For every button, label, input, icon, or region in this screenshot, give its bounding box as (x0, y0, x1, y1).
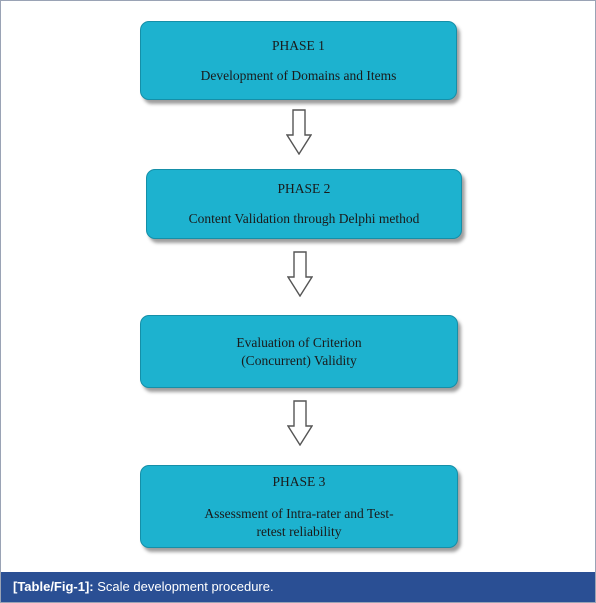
phase-3-title: PHASE 3 (272, 473, 326, 489)
phase-1-text: Development of Domains and Items (200, 67, 397, 83)
phase-1-box: PHASE 1 Development of Domains and Items (140, 21, 457, 100)
criterion-validity-box: Evaluation of Criterion (Concurrent) Val… (140, 315, 458, 388)
phase-2-text: Content Validation through Delphi method (188, 211, 420, 226)
phase-2-title: PHASE 2 (277, 181, 331, 196)
phase-2-box: PHASE 2 Content Validation through Delph… (146, 169, 462, 239)
down-arrow-icon (287, 400, 313, 446)
caption-label: [Table/Fig-1]: (13, 579, 98, 594)
down-arrow-icon (286, 109, 312, 155)
figure-caption: [Table/Fig-1]: Scale development procedu… (1, 572, 595, 602)
criterion-validity-text: Evaluation of Criterion (Concurrent) Val… (236, 334, 362, 368)
caption-text: Scale development procedure. (97, 579, 274, 594)
phase-3-text: Assessment of Intra-rater and Test-retes… (204, 505, 394, 539)
phase-3-box: PHASE 3 Assessment of Intra-rater and Te… (140, 465, 458, 548)
phase-1-title: PHASE 1 (272, 37, 325, 53)
down-arrow-icon (287, 251, 313, 297)
